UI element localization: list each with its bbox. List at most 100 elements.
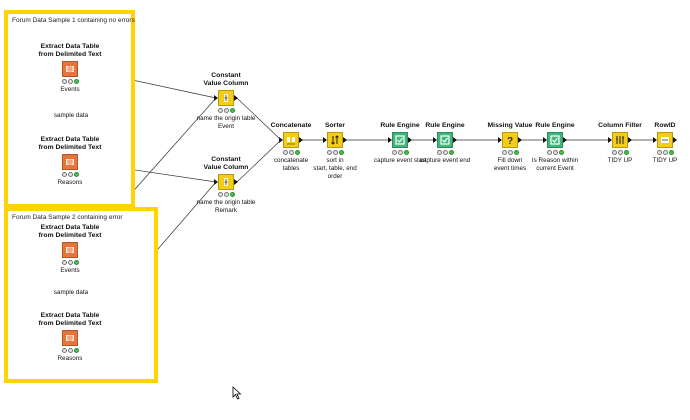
rule-node-icon[interactable]	[392, 132, 408, 148]
node-title: Extract Data Table from Delimited Text	[38, 312, 102, 327]
node-title: Concatenate	[270, 122, 312, 129]
node-label[interactable]: Events	[60, 267, 80, 274]
node-title: Extract Data Table from Delimited Text	[38, 136, 102, 151]
node-title: Rule Engine	[535, 122, 575, 129]
node-title: Column Filter	[598, 122, 642, 129]
port-out-const1[interactable]	[234, 95, 238, 101]
node-status-traffic-light	[217, 108, 235, 113]
node-label[interactable]: Fill down event times	[493, 157, 527, 172]
port-out-rule2[interactable]	[453, 137, 457, 143]
node-title: Extract Data Table from Delimited Text	[38, 224, 102, 239]
node-label[interactable]: Is Reason within current Event	[531, 157, 579, 172]
port-in-concat[interactable]	[279, 137, 283, 143]
free-text-sample-data-1: sample data	[53, 112, 89, 119]
node-label[interactable]: name the origin table Remark	[196, 199, 256, 214]
reader-node-icon[interactable]	[62, 154, 78, 170]
port-out-colfilter[interactable]	[628, 137, 632, 143]
node-label[interactable]: capture event end	[419, 157, 471, 164]
node-const2[interactable]: Constant Value Column name the origin tab…	[181, 156, 271, 215]
rowid-node-icon[interactable]	[657, 132, 673, 148]
node-status-traffic-light	[656, 150, 674, 155]
reader-node-icon[interactable]	[62, 61, 78, 77]
node-title: Missing Value	[487, 122, 533, 129]
mouse-cursor-icon	[232, 386, 242, 400]
node-title: Rule Engine	[425, 122, 465, 129]
concat-node-icon[interactable]	[283, 132, 299, 148]
port-out-sorter[interactable]	[343, 137, 347, 143]
port-out-missing[interactable]	[518, 137, 522, 143]
port-out-rule1[interactable]	[408, 137, 412, 143]
missing-node-icon[interactable]: ?	[502, 132, 518, 148]
node-rowid[interactable]: RowID TIDY UP	[620, 122, 690, 165]
node-label[interactable]: Reasons	[57, 355, 83, 362]
node-label[interactable]: capture event start	[373, 157, 427, 164]
port-out-rule3[interactable]	[563, 137, 567, 143]
port-in-rule1[interactable]	[388, 137, 392, 143]
connection-layer	[78, 66, 677, 341]
filter-node-icon[interactable]	[612, 132, 628, 148]
manip-node-icon[interactable]	[218, 90, 234, 106]
rule-node-icon[interactable]	[437, 132, 453, 148]
node-status-traffic-light	[436, 150, 454, 155]
node-concat[interactable]: Concatenate concatenate tables	[246, 122, 336, 173]
port-in-const2[interactable]	[214, 179, 218, 185]
annotation-title-sample-1: Forum Data Sample 1 containing no errors	[12, 17, 135, 24]
node-label[interactable]: TIDY UP	[607, 157, 633, 164]
node-label[interactable]: sort in start, table, end order	[313, 157, 357, 180]
port-in-sorter[interactable]	[323, 137, 327, 143]
node-title: RowID	[654, 122, 676, 129]
node-status-traffic-light	[61, 348, 79, 353]
node-label[interactable]: Reasons	[57, 179, 83, 186]
node-status-traffic-light	[546, 150, 564, 155]
node-const1[interactable]: Constant Value Column name the origin tab…	[181, 72, 271, 131]
port-in-rowid[interactable]	[653, 137, 657, 143]
node-label[interactable]: TIDY UP	[652, 157, 678, 164]
port-out-const2[interactable]	[234, 179, 238, 185]
port-out-rowid[interactable]	[673, 137, 677, 143]
node-missing[interactable]: Missing Value? Fill down event times	[465, 122, 555, 173]
node-title: Rule Engine	[380, 122, 420, 129]
annotation-sample-2[interactable]: Forum Data Sample 2 containing error	[4, 207, 158, 383]
node-status-traffic-light	[611, 150, 629, 155]
node-rule1[interactable]: Rule Engine capture event start	[355, 122, 445, 165]
sorter-node-icon[interactable]	[327, 132, 343, 148]
node-title: Sorter	[324, 122, 346, 129]
manip-node-icon[interactable]	[218, 174, 234, 190]
node-sorter[interactable]: Sorter sort in start, table, end order	[290, 122, 380, 181]
node-title: Constant Value Column	[203, 156, 249, 171]
node-status-traffic-light	[391, 150, 409, 155]
node-rule2[interactable]: Rule Engine capture event end	[400, 122, 490, 165]
svg-text:?: ?	[507, 136, 513, 146]
port-in-rule2[interactable]	[433, 137, 437, 143]
port-in-colfilter[interactable]	[608, 137, 612, 143]
node-rule3[interactable]: Rule Engine Is Reason within current Even…	[510, 122, 600, 173]
reader-node-icon[interactable]	[62, 330, 78, 346]
node-title: Constant Value Column	[203, 72, 249, 87]
node-title: Extract Data Table from Delimited Text	[38, 43, 102, 58]
reader-node-icon[interactable]	[62, 242, 78, 258]
rule-node-icon[interactable]	[547, 132, 563, 148]
node-status-traffic-light	[61, 172, 79, 177]
port-out-concat[interactable]	[299, 137, 303, 143]
node-status-traffic-light	[282, 150, 300, 155]
node-status-traffic-light	[326, 150, 344, 155]
node-label[interactable]: name the origin table Event	[196, 115, 256, 130]
free-text-sample-data-2: sample data	[53, 289, 89, 296]
node-label[interactable]: concatenate tables	[273, 157, 309, 172]
connection-const2-to-concat[interactable]	[236, 139, 282, 183]
node-status-traffic-light	[61, 79, 79, 84]
port-in-missing[interactable]	[498, 137, 502, 143]
node-status-traffic-light	[217, 192, 235, 197]
annotation-title-sample-2: Forum Data Sample 2 containing error	[12, 214, 123, 221]
node-status-traffic-light	[501, 150, 519, 155]
port-in-rule3[interactable]	[543, 137, 547, 143]
connection-const1-to-concat[interactable]	[236, 97, 282, 141]
port-in-const1[interactable]	[214, 95, 218, 101]
node-status-traffic-light	[61, 260, 79, 265]
node-label[interactable]: Events	[60, 86, 80, 93]
